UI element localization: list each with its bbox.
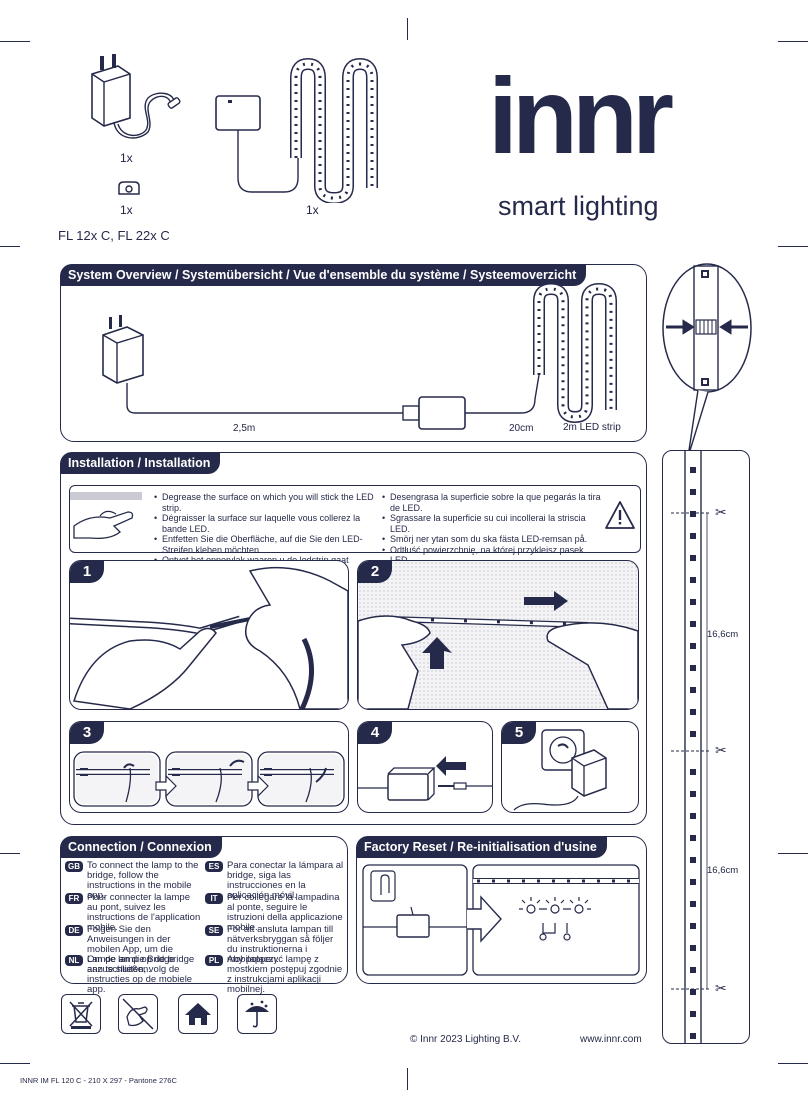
step-4-illustration xyxy=(358,756,492,801)
crop-mark xyxy=(778,246,808,247)
connection-item: GB To connect the lamp to the bridge, fol… xyxy=(65,861,203,901)
step-number: 1 xyxy=(70,561,104,583)
installation-title: Installation / Installation xyxy=(60,452,221,474)
step-3-panel: 3 xyxy=(69,721,349,813)
connection-text: Aby połączyć lampę z mostkiem postępuj z… xyxy=(227,954,343,995)
crop-mark xyxy=(0,246,20,247)
step-number: 2 xyxy=(358,561,392,583)
controller-length-label: 20cm xyxy=(509,423,534,434)
lang-code: SE xyxy=(205,925,223,936)
degrease-text: Sgrassare la superficie su cui incollera… xyxy=(382,513,602,534)
svg-text:✂: ✂ xyxy=(715,981,727,997)
step-number: 4 xyxy=(358,722,392,744)
step-1-illustration xyxy=(70,566,348,709)
strip-connector-zoom xyxy=(662,263,752,458)
connection-item: DE Folgen Sie den Anweisungen in der mobi… xyxy=(65,925,203,975)
crop-mark xyxy=(407,18,408,40)
connection-text: Folgen Sie den Anweisungen in der mobile… xyxy=(87,924,175,975)
degrease-text: Entfetten Sie die Oberfläche, auf die Si… xyxy=(154,534,382,555)
crop-mark xyxy=(0,41,30,42)
system-overview-title: System Overview / Systemübersicht / Vue … xyxy=(60,264,587,286)
step-3-illustration xyxy=(73,751,345,807)
website-text: www.innr.com xyxy=(580,1034,642,1045)
connection-item: PL Aby połączyć lampę z mostkiem postępuj… xyxy=(205,955,345,995)
svg-text:✂: ✂ xyxy=(715,743,727,759)
lang-code: PL xyxy=(205,955,223,966)
step-1-panel: 1 xyxy=(69,560,349,710)
factory-reset-panel: Factory Reset / Re-initialisation d'usin… xyxy=(356,836,647,984)
lang-code: ES xyxy=(205,861,223,872)
lang-code: DE xyxy=(65,925,83,936)
strip-side-panel: ✂ ✂ ✂ 16,6cm 16,6cm xyxy=(662,450,750,1044)
crop-mark xyxy=(407,1068,408,1090)
clip-quantity: 1x xyxy=(120,203,133,217)
degrease-list-2: Desengrasa la superficie sobre la que pe… xyxy=(382,492,602,566)
step-5-panel: 5 xyxy=(501,721,639,813)
power-adapter-illustration xyxy=(91,54,181,139)
cable-length-label: 2,5m xyxy=(233,423,256,434)
connection-panel: Connection / Connexion GB To connect the … xyxy=(60,836,348,995)
step-2-panel: 2 xyxy=(357,560,639,710)
system-overview-panel: System Overview / Systemübersicht / Vue … xyxy=(60,264,647,442)
degrease-text: Degrease the surface on which you will s… xyxy=(154,492,382,513)
connection-text: Om de lamp op de bridge aan te sluiten, … xyxy=(87,954,195,995)
step-number: 5 xyxy=(502,722,536,744)
degrease-text: Smörj ner ytan som du ska fästa LED-rems… xyxy=(382,534,602,545)
connection-text: Para conectar la lámpara al bridge, siga… xyxy=(227,860,344,901)
degrease-text: Desengrasa la superficie sobre la que pe… xyxy=(382,492,602,513)
segment-length-1: 16,6cm xyxy=(707,629,739,640)
connection-text: Pour connecter la lampe au pont, suivez … xyxy=(87,892,201,933)
strip-quantity: 1x xyxy=(306,203,319,217)
degrease-illustration xyxy=(70,492,142,540)
factory-reset-title: Factory Reset / Re-initialisation d'usin… xyxy=(356,836,607,858)
print-code: INNR IM FL 120 C - 210 X 297 - Pantone 2… xyxy=(20,1076,177,1085)
connection-item: FR Pour connecter la lampe au pont, suive… xyxy=(65,893,203,933)
cable-clip-illustration xyxy=(118,181,140,195)
connection-item: ES Para conectar la lámpara al bridge, si… xyxy=(205,861,345,901)
crop-mark xyxy=(778,853,808,854)
degrease-text: Dégraisser la surface sur laquelle vous … xyxy=(154,513,382,534)
lang-code: FR xyxy=(65,893,83,904)
step-4-panel: 4 xyxy=(357,721,493,813)
crop-mark xyxy=(0,853,20,854)
weee-bin-icon xyxy=(61,994,101,1034)
lang-code: IT xyxy=(205,893,223,904)
keep-dry-icon xyxy=(237,994,277,1034)
step-number: 3 xyxy=(70,722,104,744)
degrease-instructions: Degrease the surface on which you will s… xyxy=(69,485,641,576)
brand-tagline: smart lighting xyxy=(498,191,659,221)
system-overview-diagram xyxy=(102,282,617,430)
segment-length-2: 16,6cm xyxy=(707,865,739,876)
svg-text:✂: ✂ xyxy=(715,505,727,521)
lang-code: GB xyxy=(65,861,83,872)
connection-item: IT Per collegare la lampadina al ponte, s… xyxy=(205,893,345,933)
no-hand-contact-icon xyxy=(118,994,158,1034)
copyright-text: © Innr 2023 Lighting B.V. xyxy=(410,1034,521,1045)
step-2-illustration xyxy=(358,591,638,709)
step-5-illustration xyxy=(513,729,607,811)
model-names: FL 12x C, FL 22x C xyxy=(58,228,170,243)
connection-text: Per collegare la lampadina al ponte, seg… xyxy=(227,892,343,933)
brand-logo: innr xyxy=(488,55,674,176)
led-strip-illustration xyxy=(215,58,378,203)
adapter-quantity: 1x xyxy=(120,151,133,165)
crop-mark xyxy=(778,41,808,42)
strip-side-diagram: ✂ ✂ ✂ xyxy=(671,451,727,1043)
connection-text: För att ansluta lampan till nätverksbryg… xyxy=(227,924,334,965)
strip-length-label: 2m LED strip xyxy=(563,422,621,433)
installation-panel: Installation / Installation Degrease the… xyxy=(60,452,647,825)
crop-mark xyxy=(778,1063,808,1064)
connection-item: NL Om de lamp op de bridge aan te sluiten… xyxy=(65,955,203,995)
indoor-use-icon xyxy=(178,994,218,1034)
lang-code: NL xyxy=(65,955,83,966)
connection-item: SE För att ansluta lampan till nätverksbr… xyxy=(205,925,345,965)
connection-text: To connect the lamp to the bridge, follo… xyxy=(87,860,199,901)
crop-mark xyxy=(0,1063,30,1064)
factory-reset-illustration xyxy=(362,864,640,976)
connection-title: Connection / Connexion xyxy=(60,836,222,858)
warning-icon xyxy=(605,501,635,529)
